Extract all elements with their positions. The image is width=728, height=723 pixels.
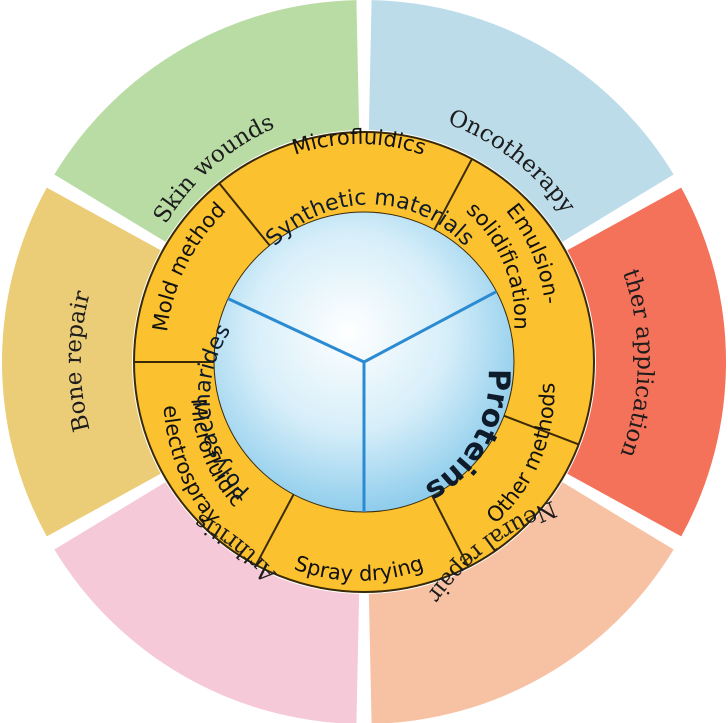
method-divider-2 [503,414,580,446]
core-divider-0 [363,290,498,364]
method-divider-3 [431,495,470,568]
method-divider-0 [218,182,271,247]
method-dividers [134,158,580,568]
outer-segment-other-applications [567,187,726,537]
outer-segment-neural-repair [368,482,674,723]
core-divider-2 [227,297,365,364]
outer-segment-bone-repair [2,187,161,537]
outer-segment-skin-wounds [54,0,360,242]
outer-segment-oncotherapy [368,0,674,242]
method-divider-1 [433,158,473,231]
outer-segment-arthritis [54,482,360,723]
method-divider-4 [255,493,295,566]
materials-core [213,211,515,513]
core-dividers [227,290,498,512]
